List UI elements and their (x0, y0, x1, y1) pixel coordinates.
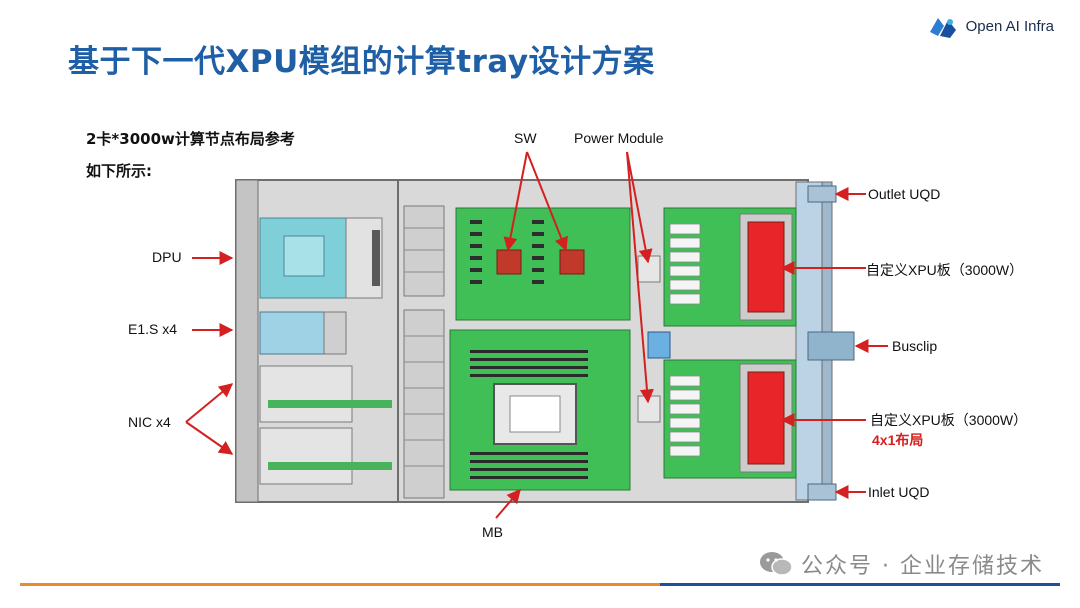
busclip-label: Busclip (892, 338, 938, 354)
arrow-nic-down (185, 421, 234, 455)
sw-label: SW (514, 130, 537, 146)
busbar-connector (647, 331, 671, 359)
footer-bar-orange (20, 583, 660, 586)
outlet-uqd-label: Outlet UQD (868, 186, 941, 202)
as-shown-subtitle: 如下所示: (86, 162, 152, 180)
front-panel (235, 179, 259, 503)
switch-chip-left (496, 249, 522, 275)
e1s-drives (259, 311, 325, 355)
switch-chip-right (559, 249, 585, 275)
nic-label: NIC x4 (128, 414, 171, 430)
layout-label: 4x1布局 (872, 432, 924, 448)
busclip-connector (807, 331, 855, 361)
logo-text: Open AI Infra (965, 17, 1054, 35)
arrow-sw-left (503, 151, 528, 252)
inlet-uqd-connector (807, 483, 837, 501)
page-title: 基于下一代XPU模组的计算tray设计方案 (68, 44, 655, 80)
nic-card-top (259, 365, 353, 423)
logo: Open AI Infra (926, 12, 1054, 40)
mb-label: MB (482, 524, 503, 540)
xpu-bottom-module (747, 371, 785, 465)
xpu-top-io (669, 223, 701, 305)
switch-board-connectors (470, 220, 544, 284)
e1s-label: E1.S x4 (128, 321, 178, 337)
dimm-slots-bottom (470, 452, 588, 479)
open-ai-infra-logo-icon (929, 18, 956, 38)
outlet-uqd-connector (807, 185, 837, 203)
power-module-bottom (637, 395, 661, 423)
dpu-chip (283, 235, 325, 277)
power-module-label: Power Module (574, 130, 664, 146)
xpu-bottom-label: 自定义XPU板（3000W） (870, 412, 1028, 428)
switch-board (455, 207, 631, 321)
xpu-bottom-io (669, 375, 701, 457)
arrow-power-bottom (626, 151, 654, 404)
e1s-cage (323, 311, 347, 355)
arrow-nic-up (185, 383, 234, 423)
dpu-label: DPU (152, 249, 182, 265)
xpu-top-module (747, 221, 785, 313)
arrow-power-top (626, 151, 653, 264)
power-module-top (637, 255, 661, 283)
arrow-mb (495, 488, 521, 519)
dpu-connector (372, 230, 380, 286)
wechat-icon (760, 552, 793, 576)
watermark-text: 公众号 · 企业存储技术 (801, 554, 1044, 579)
inlet-uqd-label: Inlet UQD (868, 484, 930, 500)
cpu-die (509, 395, 561, 433)
arrow-sw-right (526, 151, 568, 252)
fan-column (403, 205, 445, 499)
nic-card-top-pcb (268, 400, 392, 408)
watermark: 公众号 · 企业存储技术 (759, 548, 1044, 580)
nic-card-bottom (259, 427, 353, 485)
xpu-top-label: 自定义XPU板（3000W） (866, 262, 1024, 278)
dimm-slots-top (470, 350, 588, 377)
nic-card-bottom-pcb (268, 462, 392, 470)
layout-subtitle: 2卡*3000w计算节点布局参考 (86, 130, 295, 148)
